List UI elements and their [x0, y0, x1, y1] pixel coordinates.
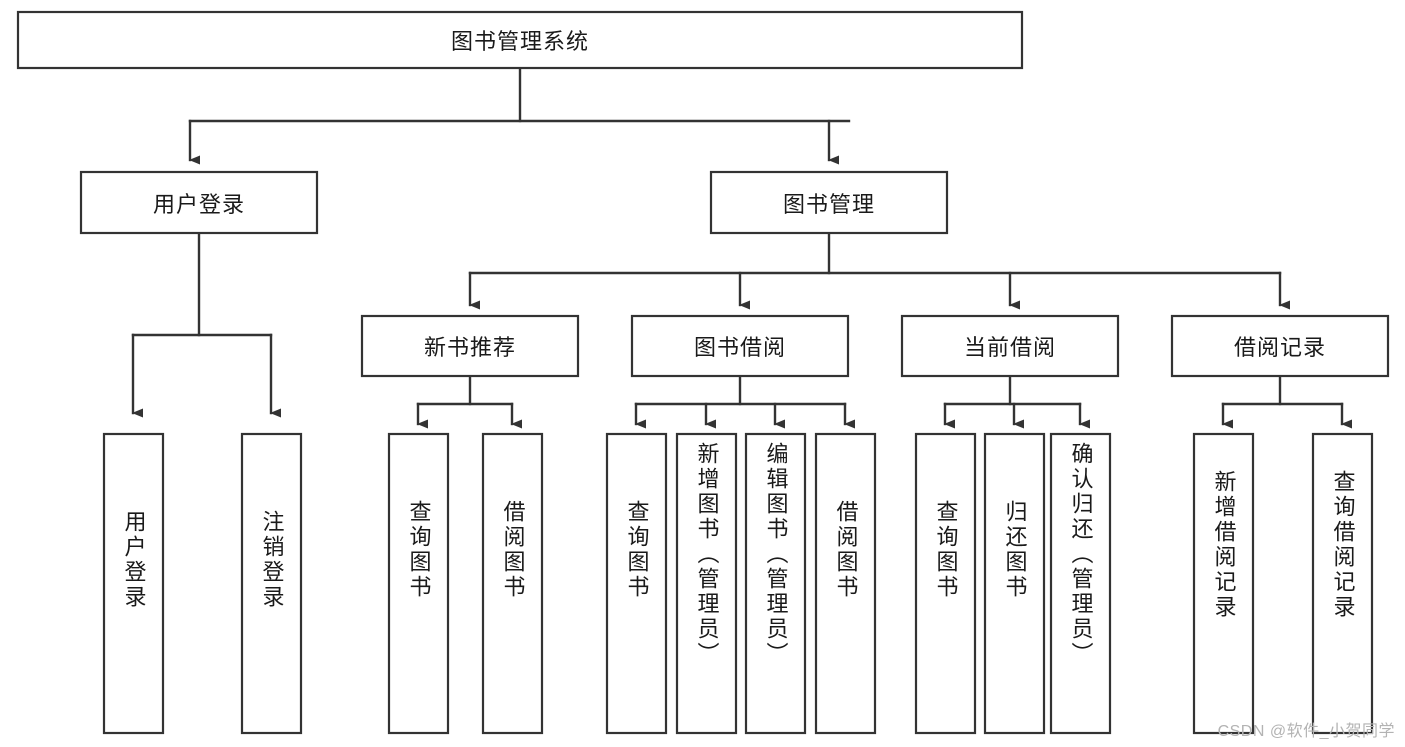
node-root[interactable] — [16, 10, 1024, 70]
connector-group-user-login — [131, 231, 281, 418]
node-leaf-query-record[interactable] — [1311, 432, 1374, 735]
node-current-borrow[interactable] — [900, 314, 1120, 378]
node-leaf-borrow-book-1[interactable] — [481, 432, 544, 735]
node-user-login[interactable] — [79, 170, 319, 235]
node-borrow-record[interactable] — [1170, 314, 1390, 378]
connector-group-borrow-record — [1221, 374, 1352, 429]
node-leaf-query-book-1[interactable] — [387, 432, 450, 735]
connector-group-book-borrow — [634, 374, 855, 429]
connector-group-root — [188, 66, 851, 165]
node-leaf-return-book[interactable] — [983, 432, 1046, 735]
node-leaf-edit-book[interactable] — [744, 432, 807, 735]
node-leaf-query-book-2[interactable] — [605, 432, 668, 735]
node-leaf-query-book-3[interactable] — [914, 432, 977, 735]
node-book-borrow[interactable] — [630, 314, 850, 378]
node-leaf-confirm-return[interactable] — [1049, 432, 1112, 735]
connector-group-book-manage — [468, 231, 1290, 310]
node-leaf-user-login[interactable] — [102, 432, 165, 735]
node-leaf-logout-login[interactable] — [240, 432, 303, 735]
node-leaf-borrow-book-2[interactable] — [814, 432, 877, 735]
node-leaf-add-record[interactable] — [1192, 432, 1255, 735]
connector-group-new-book-recommend — [416, 374, 522, 429]
node-leaf-add-book[interactable] — [675, 432, 738, 735]
connector-group-current-borrow — [943, 374, 1090, 429]
node-book-manage[interactable] — [709, 170, 949, 235]
node-new-book-recommend[interactable] — [360, 314, 580, 378]
